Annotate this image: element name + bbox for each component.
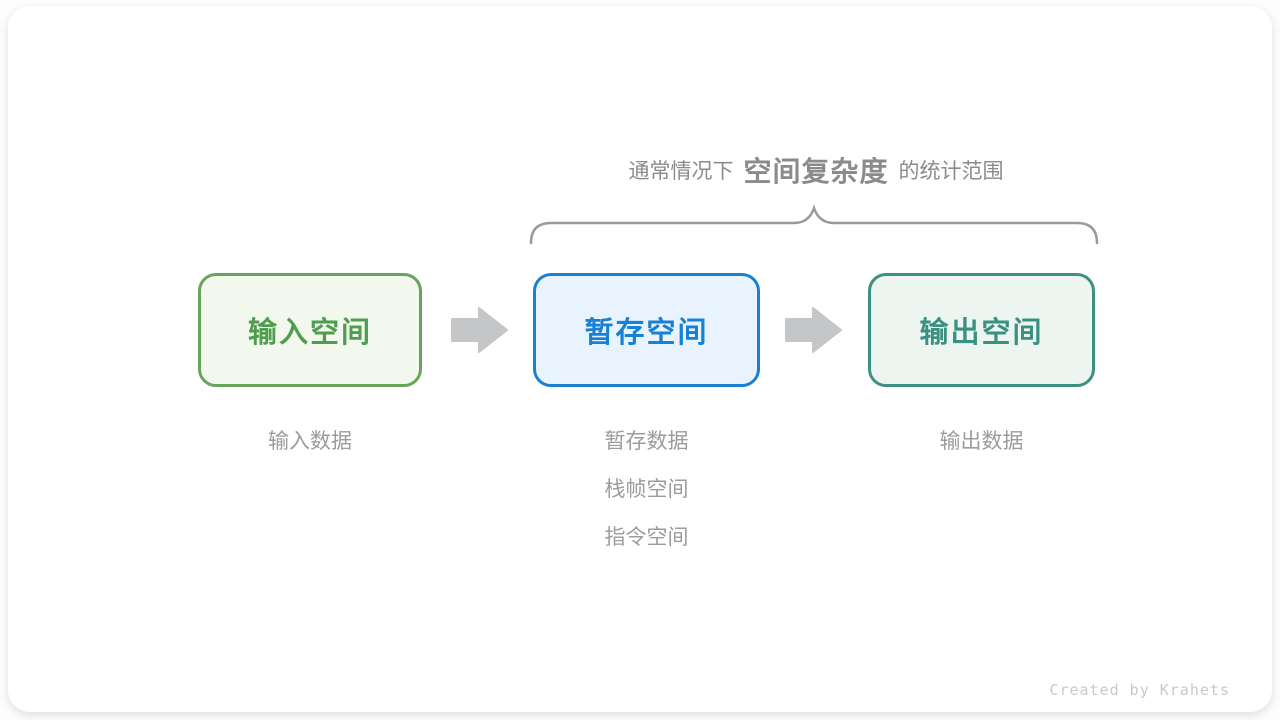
- box-input-space-label: 输入空间: [247, 317, 372, 349]
- note-line: 指令空间: [604, 526, 689, 549]
- notes-output-space: 输出数据: [868, 418, 1095, 466]
- diagram-card: 通常情况下 空间复杂度 的统计范围 输入空间 暂存空间 输出空间 输入数据 暂存…: [8, 6, 1272, 712]
- box-buffer-space-label: 暂存空间: [584, 317, 709, 349]
- credit-text: Created by Krahets: [1049, 681, 1230, 699]
- box-input-space: 输入空间: [198, 273, 422, 387]
- title-prefix: 通常情况下: [628, 160, 734, 183]
- note-line: 输出数据: [939, 430, 1024, 453]
- box-output-space-label: 输出空间: [919, 317, 1044, 349]
- box-output-space: 输出空间: [868, 273, 1095, 387]
- arrow-right-icon: [451, 307, 508, 353]
- notes-input-space: 输入数据: [198, 418, 422, 466]
- note-line: 输入数据: [268, 430, 352, 453]
- title-highlight-space-complexity: 空间复杂度: [743, 156, 889, 187]
- notes-buffer-space: 暂存数据 栈帧空间 指令空间: [533, 418, 760, 562]
- arrow-right-icon: [785, 307, 842, 353]
- diagram-title: 通常情况下 空间复杂度 的统计范围: [528, 150, 1104, 190]
- curly-brace: [529, 204, 1099, 245]
- note-line: 栈帧空间: [604, 478, 689, 501]
- title-suffix: 的统计范围: [898, 160, 1004, 183]
- box-buffer-space: 暂存空间: [533, 273, 760, 387]
- note-line: 暂存数据: [604, 430, 689, 453]
